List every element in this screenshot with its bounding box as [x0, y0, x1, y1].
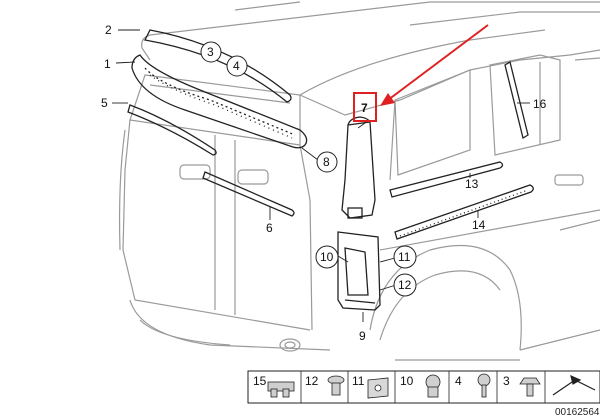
- part-14-trim-strip: [394, 184, 534, 240]
- legend-label-3: 3: [503, 374, 510, 388]
- car-body-outline: [118, 1, 600, 361]
- legend-label-12: 12: [305, 374, 319, 388]
- arrow-head-icon: [380, 93, 395, 106]
- part-5-trim-strip: [127, 104, 217, 156]
- legend-label-11: 11: [352, 374, 365, 388]
- callout-5: 5: [101, 96, 108, 110]
- callout-7: 7: [361, 101, 368, 115]
- highlight-part-7: 7: [353, 24, 489, 122]
- part-7-pillar-cover: [341, 121, 376, 219]
- part-16-trim-strip: [504, 60, 529, 140]
- callout-2: 2: [105, 23, 112, 37]
- clip-icon: [267, 381, 295, 398]
- highlight-arrow: [387, 24, 489, 101]
- callout-14: 14: [472, 218, 486, 232]
- push-rivet-icon: [327, 375, 345, 396]
- callout-3: 3: [207, 45, 214, 59]
- fastener-icon: [519, 377, 541, 397]
- callout-13: 13: [465, 177, 479, 191]
- fastener-legend: 15 12 11 10 4 3: [247, 370, 600, 404]
- callout-1: 1: [104, 57, 111, 71]
- part-6-trim-strip: [202, 171, 295, 217]
- spring-nut-icon: [367, 377, 389, 399]
- callout-10: 10: [320, 250, 334, 264]
- screw-icon: [477, 373, 491, 398]
- legend-label-4: 4: [455, 374, 462, 388]
- callout-8: 8: [323, 155, 330, 169]
- legend-label-10: 10: [400, 374, 414, 388]
- callout-16: 16: [533, 97, 547, 111]
- highlight-box: [353, 92, 377, 122]
- callout-9: 9: [359, 329, 366, 343]
- part-13-trim-strip: [389, 161, 504, 198]
- part-9-tail-light: [337, 231, 381, 311]
- callout-4: 4: [233, 59, 240, 73]
- part-1-spoiler: [131, 54, 308, 149]
- diagram-code: 00162564: [555, 407, 600, 418]
- leader-lines: [112, 29, 530, 322]
- callouts: 2 1 5 6 9 13 14 16 3 4 8 10 11 12: [101, 23, 547, 343]
- expanding-nut-icon: [425, 374, 441, 398]
- callout-6: 6: [266, 221, 273, 235]
- tool-arrow-icon: [552, 374, 596, 396]
- callout-12: 12: [398, 278, 412, 292]
- callout-11: 11: [398, 250, 411, 264]
- legend-label-15: 15: [253, 374, 267, 388]
